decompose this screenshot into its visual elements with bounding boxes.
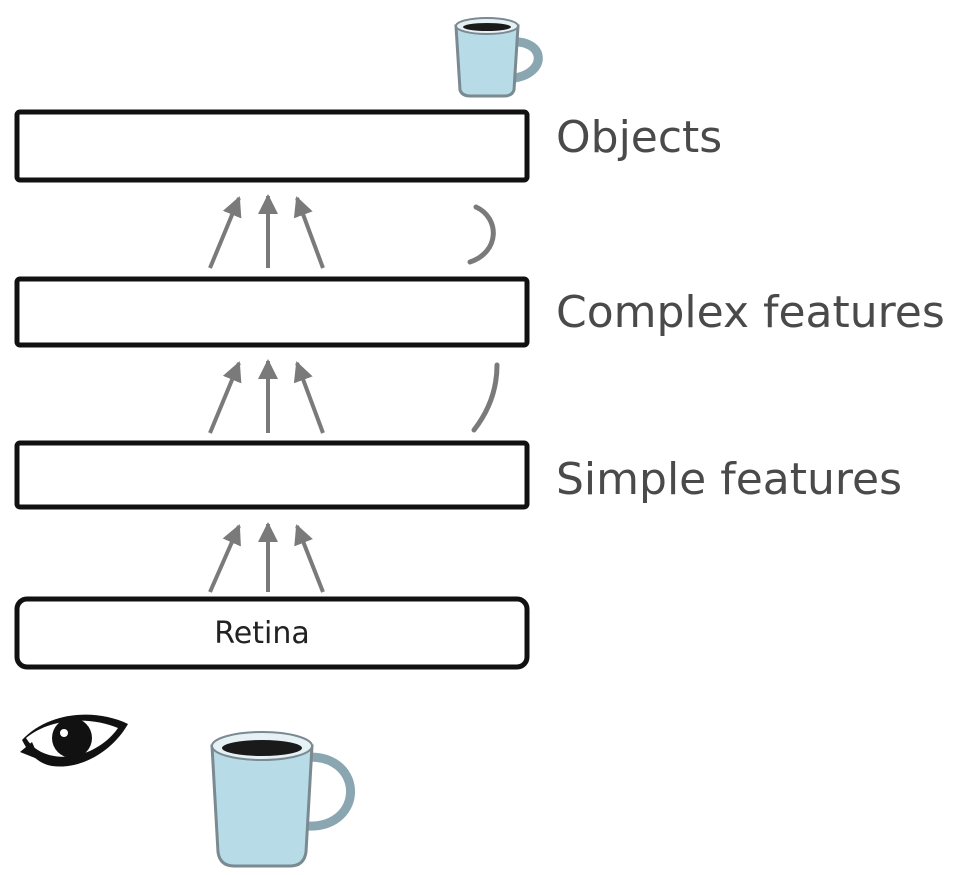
feedback-arc-lower [471, 362, 500, 433]
retina-label: Retina [214, 616, 309, 651]
objects-layer-box [14, 109, 530, 183]
complex-features-layer-box [14, 276, 530, 348]
bottom-coffee-mug-icon [210, 731, 355, 868]
arrows-complex-to-objects [208, 194, 325, 269]
simple-features-label: Simple features [556, 454, 902, 505]
eye-icon [20, 714, 128, 767]
simple-features-layer-box [14, 440, 530, 510]
arrows-retina-to-simple [208, 522, 325, 593]
retina-layer-box [14, 596, 530, 670]
feedback-arc-upper [467, 204, 496, 265]
top-coffee-mug-icon [454, 17, 543, 98]
objects-label: Objects [556, 112, 722, 163]
arrows-simple-to-complex [208, 359, 325, 434]
complex-features-label: Complex features [556, 287, 945, 338]
